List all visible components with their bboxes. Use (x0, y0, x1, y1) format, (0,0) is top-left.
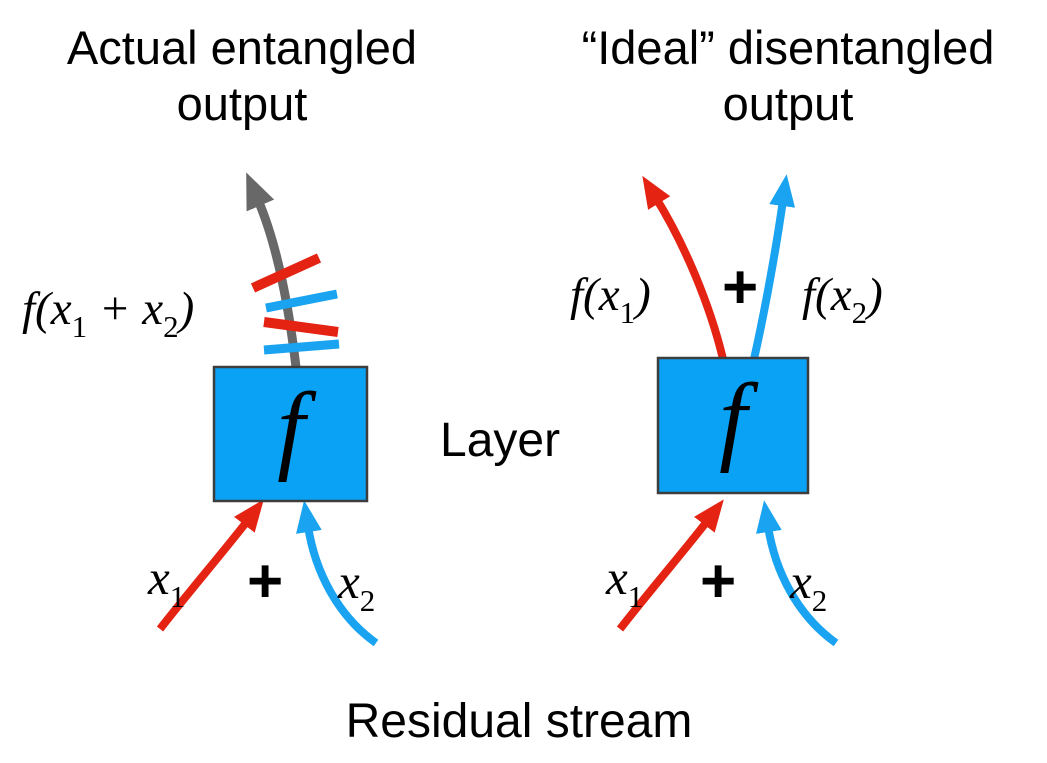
plus-icon-top-right: + (722, 253, 758, 322)
f-x2-output-arrow (750, 174, 796, 360)
layer-box-left (212, 365, 369, 503)
label-x1-left: x1 (147, 550, 185, 614)
title-left-line1: Actual entangled (67, 21, 417, 74)
x1-input-arrow-left (156, 499, 264, 632)
crossout-tick-red-2 (263, 317, 339, 337)
label-layer: Layer (440, 414, 560, 467)
plus-icon-bottom-left: + (247, 547, 283, 616)
label-x2-right: x2 (789, 554, 827, 618)
label-x1-right: x1 (605, 550, 643, 614)
f-x1-output-arrow (642, 175, 727, 360)
crossout-tick-blue-1 (265, 289, 338, 313)
crossout-tick-red-1 (250, 253, 322, 293)
crossout-tick-blue-2 (263, 339, 340, 355)
label-x2-left: x2 (337, 554, 375, 618)
label-f-x2: f(x2) (802, 269, 883, 330)
x2-input-arrow-right (756, 500, 839, 647)
label-entangled-output: f(x1 + x2) (22, 283, 194, 344)
layer-box-right (656, 356, 810, 495)
title-left-line2: output (177, 77, 308, 130)
plus-icon-bottom-right: + (700, 547, 736, 616)
label-f-x1: f(x1) (570, 269, 651, 330)
title-right-line1: “Ideal” disentangled (582, 21, 995, 74)
x1-input-arrow-right (616, 499, 724, 632)
title-right-line2: output (723, 77, 854, 130)
x2-input-arrow-left (296, 500, 379, 647)
label-residual-stream: Residual stream (346, 695, 693, 748)
